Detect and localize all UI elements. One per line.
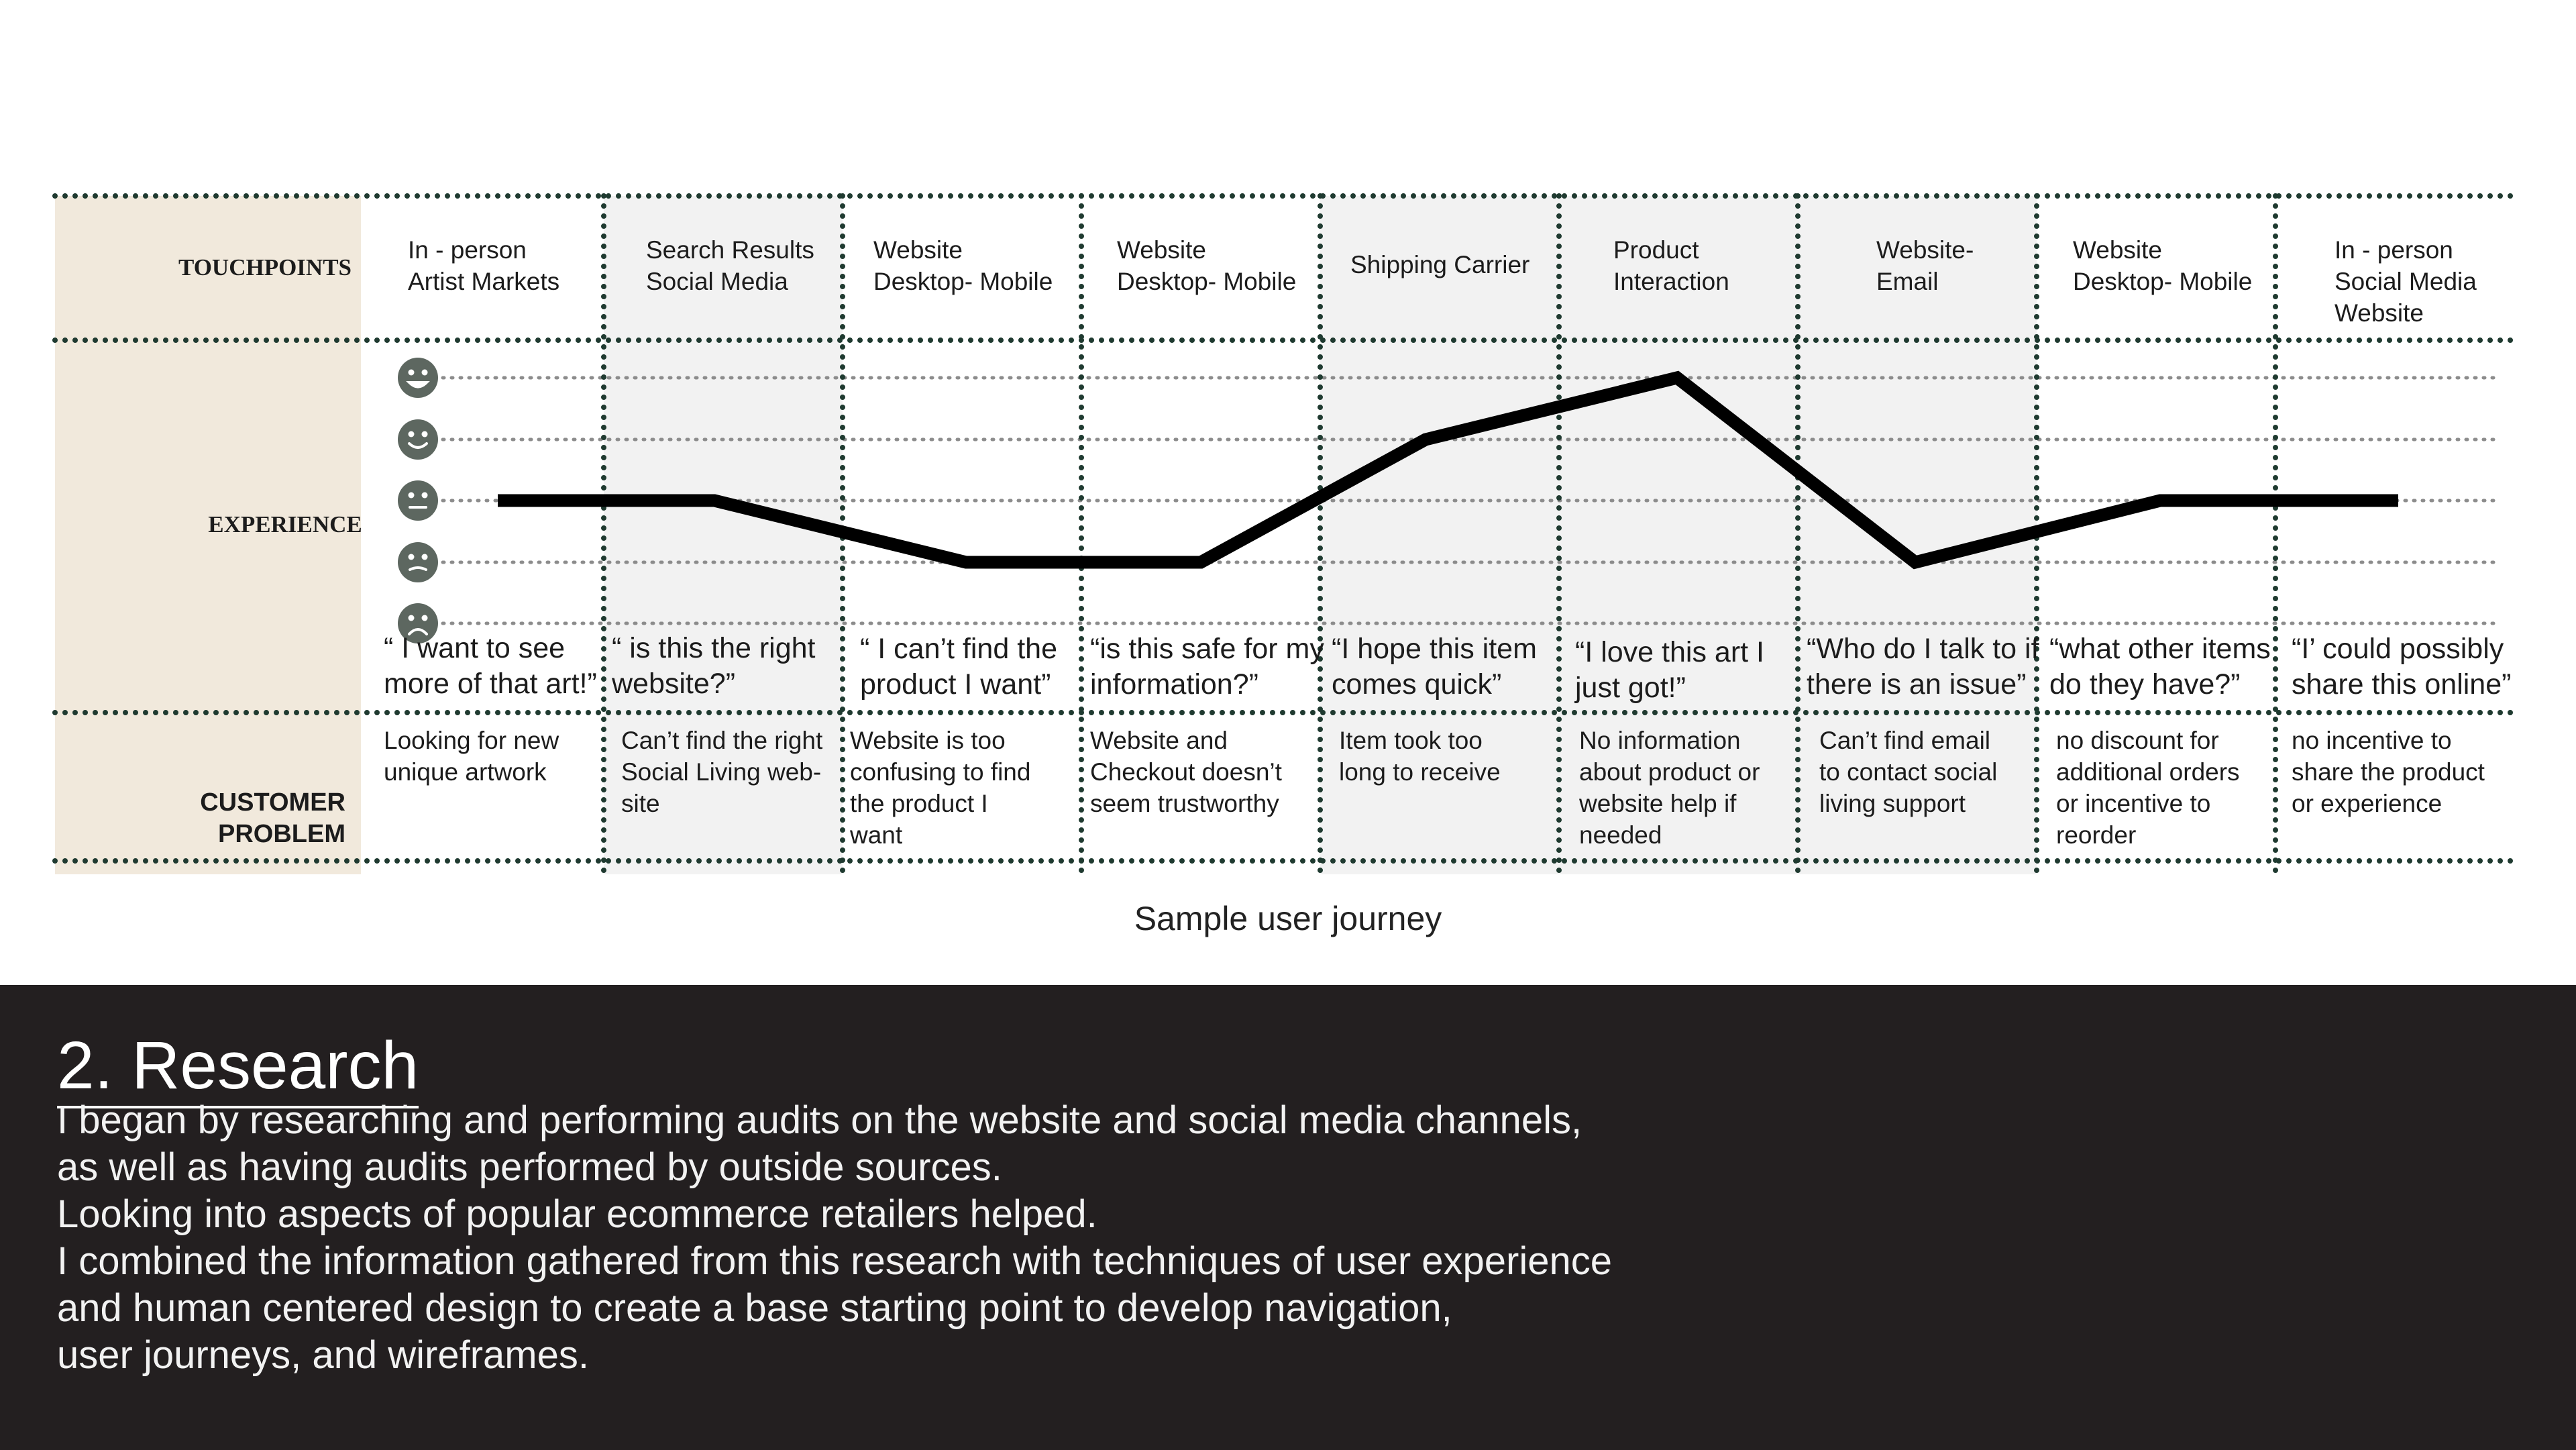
face-mouth: [408, 628, 428, 635]
row-label-touchpoints: TOUCHPOINTS: [178, 254, 352, 280]
face-eye: [408, 615, 415, 621]
unhappy-face-icon: [398, 542, 438, 582]
face-eye: [421, 492, 428, 499]
shaded-column-bg: [604, 196, 843, 874]
face-eye: [421, 369, 428, 376]
sad-face-icon: [398, 603, 438, 643]
label-column-bg: [55, 196, 361, 874]
happy-face-icon: [398, 419, 438, 460]
face-mouth: [406, 381, 430, 389]
research-line: I combined the information gathered from…: [57, 1239, 1613, 1283]
shaded-column-bg: [1559, 196, 1798, 874]
neutral-face-icon: [398, 480, 438, 521]
face-mouth: [409, 566, 427, 571]
shaded-column-bg: [1320, 196, 1559, 874]
row-label-experience: EXPERIENCE: [208, 511, 362, 537]
face-eye: [408, 431, 415, 437]
research-paragraph: I began by researching and performing au…: [57, 1097, 2070, 1379]
research-line: user journeys, and wireframes.: [57, 1333, 589, 1377]
research-line: I began by researching and performing au…: [57, 1098, 1582, 1142]
face-eye: [408, 492, 415, 499]
research-line: Looking into aspects of popular ecommerc…: [57, 1192, 1097, 1236]
touchpoint-label: Shipping Carrier: [1350, 251, 1529, 278]
face-eye: [421, 615, 428, 621]
face-mouth: [408, 442, 428, 449]
research-line: as well as having audits performed by ou…: [57, 1145, 1002, 1189]
very-happy-face-icon: [398, 358, 438, 398]
experience-line: [498, 370, 2398, 570]
face-eye: [421, 554, 428, 560]
shaded-column-bg: [1798, 196, 2037, 874]
research-section: [0, 985, 2576, 1450]
face-eye: [421, 431, 428, 437]
research-heading: 2. Research: [57, 1025, 419, 1108]
touchpoint-label: Website-Email: [1876, 236, 1974, 295]
journey-caption: Sample user journey: [1134, 900, 1442, 937]
face-eye: [408, 554, 415, 560]
face-eye: [408, 369, 415, 376]
research-line: and human centered design to create a ba…: [57, 1286, 1452, 1330]
